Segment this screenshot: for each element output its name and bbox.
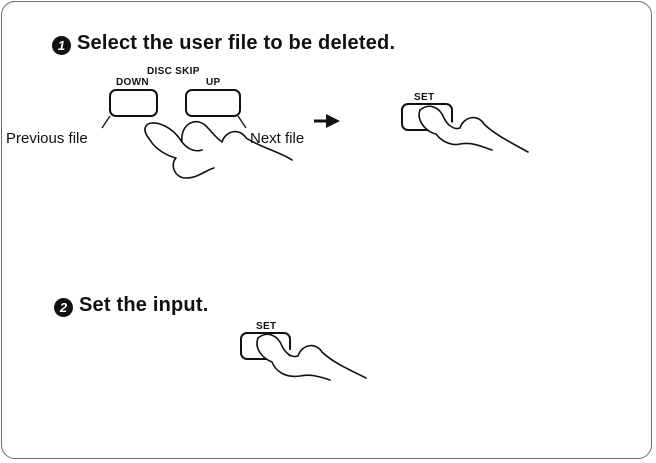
up-label: UP: [206, 77, 221, 88]
set-label: SET: [414, 92, 435, 103]
step2-number-badge: 2: [54, 298, 73, 317]
right-arrow-icon: [314, 114, 340, 128]
next-file-caption: Next file: [250, 130, 305, 147]
hand-icon: [144, 120, 293, 179]
down-label: DOWN: [116, 77, 149, 88]
step2-heading: Set the input.: [79, 294, 209, 316]
next-leader-line: [237, 115, 247, 129]
up-button-icon: [185, 89, 241, 117]
set-label: SET: [256, 321, 277, 332]
previous-leader-line: [101, 115, 111, 129]
step1-heading: Select the user file to be deleted.: [77, 32, 396, 54]
disc-skip-label: DISC SKIP: [147, 66, 200, 77]
previous-file-caption: Previous file: [6, 130, 88, 147]
hand-icon: [418, 105, 529, 153]
step1-number-badge: 1: [52, 36, 71, 55]
down-button-icon: [109, 89, 158, 117]
hand-icon: [256, 333, 367, 381]
